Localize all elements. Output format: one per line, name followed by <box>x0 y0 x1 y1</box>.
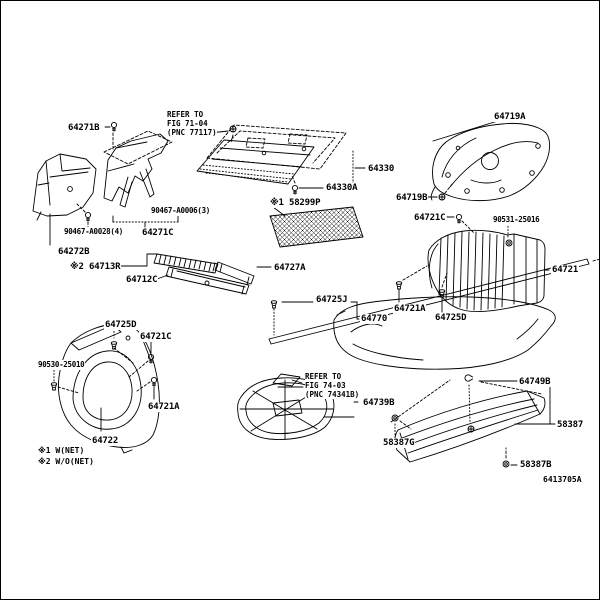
reference-line: REFER TO <box>167 110 204 119</box>
ring-icon <box>502 460 510 468</box>
bolt-icon <box>455 213 463 224</box>
part-label-58387G: 58387G <box>382 438 416 448</box>
part-64271C-quarter-trim <box>103 130 173 208</box>
part-64719A-luggage-door-trim <box>430 122 551 202</box>
reference-line: (PNC 74341B) <box>305 390 360 399</box>
part-label-64721C-lh: 64721C <box>139 332 173 342</box>
part-label-58387B: 58387B <box>519 460 553 470</box>
leader-lines <box>49 119 556 466</box>
clip-icon <box>464 374 474 382</box>
part-label-64725J: 64725J <box>315 295 349 305</box>
part-label-64271C: 64271C <box>141 228 175 238</box>
reference-line: FIG 71-04 <box>167 119 208 128</box>
part-label-64721A-lh: 64721A <box>147 402 181 412</box>
pin-icon <box>395 281 403 290</box>
part-label-64712C: 64712C <box>125 275 159 285</box>
reference-note-fig-71-04: REFER TO FIG 71-04 (PNC 77117) <box>167 110 217 137</box>
part-label-90530-25010: 90530-25010 <box>37 360 86 370</box>
part-64725J-front-plate <box>268 258 590 345</box>
part-label-90531-25016: 90531-25016 <box>492 215 541 225</box>
part-label-64271B: 64271B <box>67 123 101 133</box>
part-64712C-plate <box>165 266 250 295</box>
part-label-64722: 64722 <box>91 436 120 446</box>
part-label-64725D-lh: 64725D <box>104 320 138 330</box>
reference-line: (PNC 77117) <box>167 128 217 137</box>
part-label-64719B: 64719B <box>395 193 429 203</box>
bolt-icon <box>150 376 158 387</box>
part-label-58387: 58387 <box>556 420 585 430</box>
screw-icon <box>467 425 475 433</box>
part-label-64725D-rh: 64725D <box>434 313 468 323</box>
part-58299P-luggage-net <box>269 206 364 248</box>
bolt-icon <box>84 211 92 222</box>
screw-icon <box>229 125 237 133</box>
part-64330-package-tray-trim <box>196 124 347 185</box>
part-64721-side-trim-rh <box>427 229 546 313</box>
part-label-64719A: 64719A <box>493 112 527 122</box>
part-label-90467-A0006: 90467-A0006(3) <box>150 206 212 216</box>
part-64739B-spare-wheel-cover <box>237 373 335 440</box>
part-label-64721A-rh: 64721A <box>393 304 427 314</box>
part-label-64721: 64721 <box>551 265 580 275</box>
ring-icon <box>505 239 513 247</box>
bolt-icon <box>147 353 155 364</box>
footnote-without-net: ※2 W/O(NET) <box>38 457 94 466</box>
part-64713R-scuff-plate <box>153 253 219 274</box>
footnote-with-net: ※1 W(NET) <box>38 446 85 455</box>
part-label-64721C-rh: 64721C <box>413 213 447 223</box>
reference-line: REFER TO <box>305 372 342 381</box>
hidden-and-projection-lines <box>53 132 599 459</box>
pin-icon <box>50 382 58 391</box>
part-label-64770: 64770 <box>360 314 389 324</box>
part-label-64727A: 64727A <box>273 263 307 273</box>
bolt-icon <box>110 121 118 132</box>
screw-icon <box>438 193 446 201</box>
part-64272B-quarter-trim <box>32 153 97 221</box>
diagram-code: 6413705A <box>543 475 582 484</box>
part-label-64739B: 64739B <box>362 398 396 408</box>
part-64722-side-trim-lh <box>58 323 160 454</box>
part-label-64330A: 64330A <box>325 183 359 193</box>
part-64727A-plate <box>214 261 255 286</box>
part-label-64330: 64330 <box>367 164 396 174</box>
part-label-64749B: 64749B <box>518 377 552 387</box>
bolt-icon <box>291 184 299 195</box>
reference-line: FIG 74-03 <box>305 381 346 390</box>
reference-note-fig-74-03: REFER TO FIG 74-03 (PNC 74341B) <box>305 372 360 399</box>
part-label-58299P: ※1 58299P <box>269 198 322 208</box>
part-label-90467-A0028: 90467-A0028(4) <box>63 227 125 237</box>
part-64770-floor-mat <box>333 296 556 370</box>
pin-icon <box>270 300 278 309</box>
part-label-64713R: ※2 64713R <box>69 262 122 272</box>
part-label-64272B: 64272B <box>57 247 91 257</box>
